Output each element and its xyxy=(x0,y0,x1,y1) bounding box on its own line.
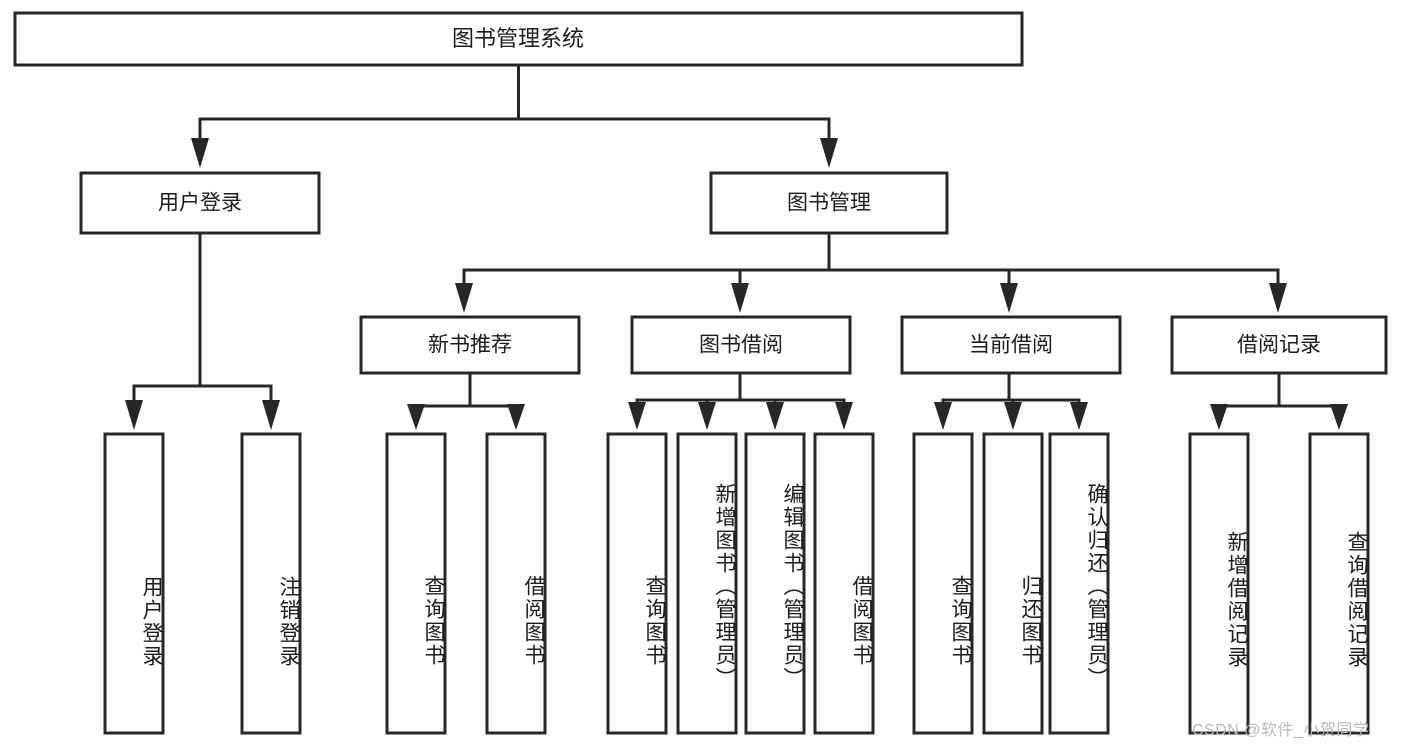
arrow-head-current-borrow xyxy=(1000,283,1018,313)
node-user-login-box xyxy=(79,171,321,235)
arrow-head-leaf-return-book xyxy=(1004,402,1022,430)
node-book-manage[interactable]: 图书管理 xyxy=(709,171,949,235)
node-leaf-edit-book-admin-box[interactable] xyxy=(744,432,806,735)
node-leaf-query-book-borrow-box[interactable] xyxy=(606,432,668,735)
node-leaf-add-book-admin-box[interactable] xyxy=(676,432,738,735)
node-current-borrow-label: 当前借阅 xyxy=(969,334,1053,357)
connector-group-new-book-recommend-to-leaves xyxy=(407,371,525,430)
node-leaf-borrow-book-recommend-box[interactable] xyxy=(485,432,547,735)
connector-group-user-login-to-leaves xyxy=(125,231,280,430)
node-leaf-query-book-current-box[interactable] xyxy=(912,432,974,735)
arrow-head-leaf-user-login xyxy=(125,400,143,430)
node-new-book-recommend-label: 新书推荐 xyxy=(428,334,512,357)
connector-group-book-borrow-to-leaves xyxy=(628,371,853,430)
node-new-book-recommend-box xyxy=(359,315,581,375)
arrow-head-borrow-record xyxy=(1269,283,1287,313)
node-root-label: 图书管理系统 xyxy=(452,26,584,51)
arrow-head-leaf-add-borrow-record xyxy=(1210,404,1228,430)
arrow-head-leaf-confirm-return-admin xyxy=(1070,402,1088,430)
arrow-head-leaf-query-book-borrow xyxy=(628,402,646,430)
node-user-login-label: 用户登录 xyxy=(158,192,242,215)
node-current-borrow[interactable]: 当前借阅 xyxy=(900,315,1122,375)
node-book-manage-box xyxy=(709,171,949,235)
node-new-book-recommend[interactable]: 新书推荐 xyxy=(359,315,581,375)
node-borrow-record-label: 借阅记录 xyxy=(1237,334,1321,357)
connector-group-current-borrow-to-leaves xyxy=(934,371,1088,430)
node-leaf-query-borrow-record-box[interactable] xyxy=(1308,432,1370,735)
csdn-watermark: CSDN @软件_小贺同学 xyxy=(1192,722,1370,739)
arrow-head-leaf-add-book-admin xyxy=(698,402,716,430)
arrow-head-leaf-query-borrow-record xyxy=(1330,404,1348,430)
arrow-head-leaf-borrow-book xyxy=(835,402,853,430)
connector-group-borrow-record-to-leaves xyxy=(1210,371,1348,430)
arrow-head-leaf-query-book-recommend xyxy=(407,404,425,430)
node-leaf-logout-box[interactable] xyxy=(240,432,302,735)
arrow-head-leaf-logout xyxy=(262,400,280,430)
connector-group-book-manage-to-level3 xyxy=(455,231,1287,313)
arrow-head-leaf-query-book-current xyxy=(934,402,952,430)
node-current-borrow-box xyxy=(900,315,1122,375)
node-leaf-confirm-return-admin-box[interactable] xyxy=(1048,432,1110,735)
node-borrow-record[interactable]: 借阅记录 xyxy=(1170,315,1388,375)
leaf-boxes xyxy=(103,432,1370,735)
node-book-borrow[interactable]: 图书借阅 xyxy=(630,315,852,375)
arrow-head-leaf-edit-book-admin xyxy=(766,402,784,430)
connector-group-root-to-level2 xyxy=(191,63,838,168)
node-leaf-borrow-book-box[interactable] xyxy=(813,432,875,735)
node-leaf-add-borrow-record-box[interactable] xyxy=(1188,432,1250,735)
node-leaf-return-book-box[interactable] xyxy=(982,432,1044,735)
node-book-manage-label: 图书管理 xyxy=(787,192,871,215)
node-root-box xyxy=(13,11,1024,67)
node-leaf-query-book-recommend-box[interactable] xyxy=(385,432,447,735)
node-user-login[interactable]: 用户登录 xyxy=(79,171,321,235)
arrow-head-book-borrow xyxy=(731,283,749,313)
node-leaf-user-login-box[interactable] xyxy=(103,432,165,735)
arrow-head-book-manage xyxy=(820,138,838,168)
arrow-head-user-login xyxy=(191,138,209,168)
arrow-head-new-book-recommend xyxy=(455,283,473,313)
node-borrow-record-box xyxy=(1170,315,1388,375)
arrow-head-leaf-borrow-book-recommend xyxy=(507,404,525,430)
node-root[interactable]: 图书管理系统 xyxy=(13,11,1024,67)
node-book-borrow-label: 图书借阅 xyxy=(699,334,783,357)
node-book-borrow-box xyxy=(630,315,852,375)
